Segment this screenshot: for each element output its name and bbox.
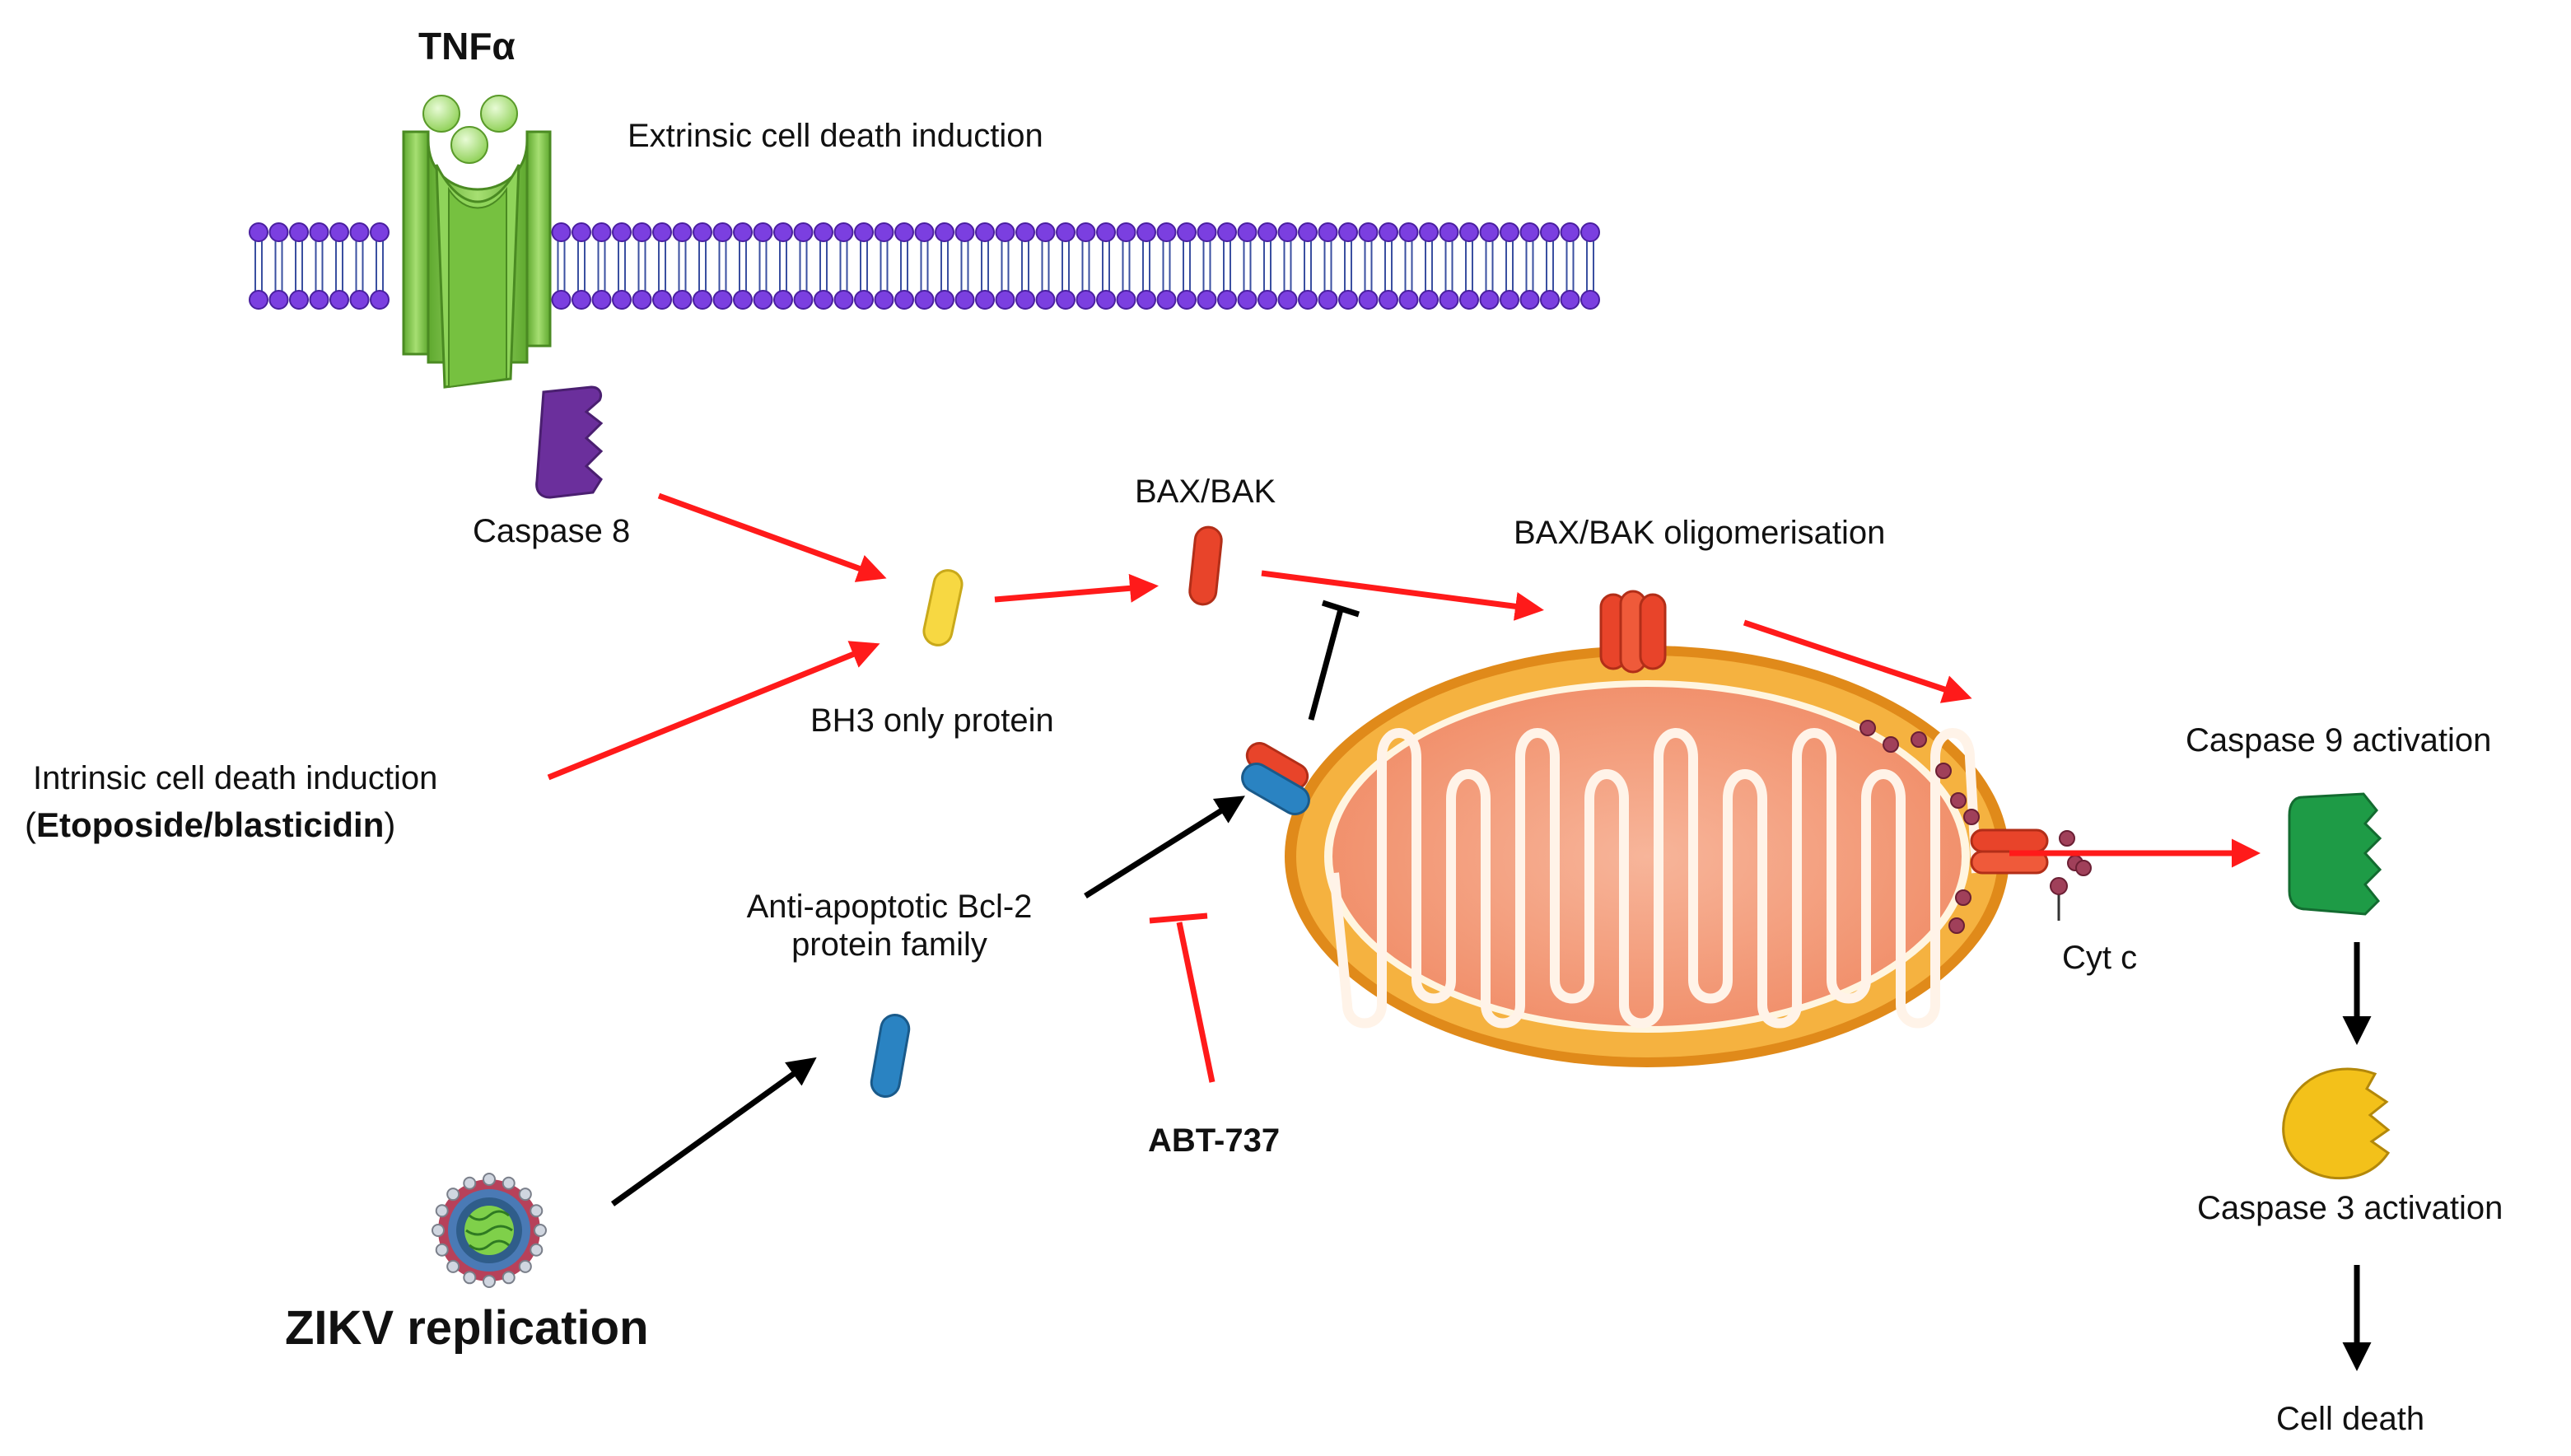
arrow-intrinsic-to-bh3 — [547, 641, 880, 781]
cytochrome-c-icon — [1859, 720, 2092, 934]
inhibit-complex-to-bax — [1308, 600, 1360, 721]
arrow-bh3-to-bax — [994, 573, 1159, 603]
caspase-9-icon — [2288, 792, 2382, 916]
bax-bak-icon — [1188, 525, 1223, 606]
antiapoptotic-label: Anti-apoptotic Bcl-2 protein family — [746, 889, 1033, 963]
tnf-receptor-icon — [402, 95, 552, 389]
zikv-replication-label: ZIKV replication — [285, 1301, 649, 1355]
inhibit-abt-to-antiapoptotic — [1149, 912, 1216, 1083]
cell-membrane — [249, 222, 1600, 310]
tnf-alpha-label: TNFα — [418, 25, 516, 68]
bh3-protein-label: BH3 only protein — [810, 702, 1054, 739]
caspase-3-icon — [2282, 1067, 2391, 1180]
arrow-zikv-to-bcl2 — [610, 1057, 817, 1206]
arrow-oligomer-to-mito — [1743, 619, 1972, 703]
bcl2-protein-icon — [870, 1014, 911, 1098]
paren-open: ( — [25, 805, 36, 844]
virus-spikes — [432, 1173, 547, 1288]
bax-bak-pore-icon — [1599, 590, 1667, 674]
extrinsic-label: Extrinsic cell death induction — [628, 118, 1043, 154]
bcl2-bax-complex-icon — [1241, 742, 1310, 815]
mitochondrion-icon — [1285, 646, 2009, 1067]
abt-737-label: ABT-737 — [1148, 1122, 1281, 1159]
arrow-antiapoptotic-to-complex — [1084, 796, 1245, 898]
etoposide-line: (Etoposide/blasticidin) — [25, 805, 395, 845]
bax-bak-label: BAX/BAK — [1135, 474, 1276, 510]
bax-bak-channel-icon — [1970, 828, 2049, 875]
caspase-8-icon — [535, 385, 604, 499]
arrow-caspase8-to-bh3 — [657, 492, 887, 582]
caspase-3-label: Caspase 3 activation — [2197, 1190, 2503, 1226]
cyt-c-label: Cyt c — [2062, 940, 2138, 976]
bh3-protein-icon — [922, 569, 964, 646]
intrinsic-label: Intrinsic cell death induction — [33, 760, 438, 796]
bax-bak-oligomerisation-label: BAX/BAK oligomerisation — [1514, 515, 1886, 551]
paren-close: ) — [384, 805, 396, 844]
caspase-9-label: Caspase 9 activation — [2186, 722, 2492, 758]
etoposide-label: Etoposide/blasticidin — [36, 805, 385, 844]
zika-virus-icon — [432, 1173, 547, 1288]
caspase-8-label: Caspase 8 — [473, 513, 631, 549]
cell-death-label: Cell death — [2276, 1401, 2425, 1437]
arrow-bax-to-oligomer — [1261, 570, 1544, 621]
